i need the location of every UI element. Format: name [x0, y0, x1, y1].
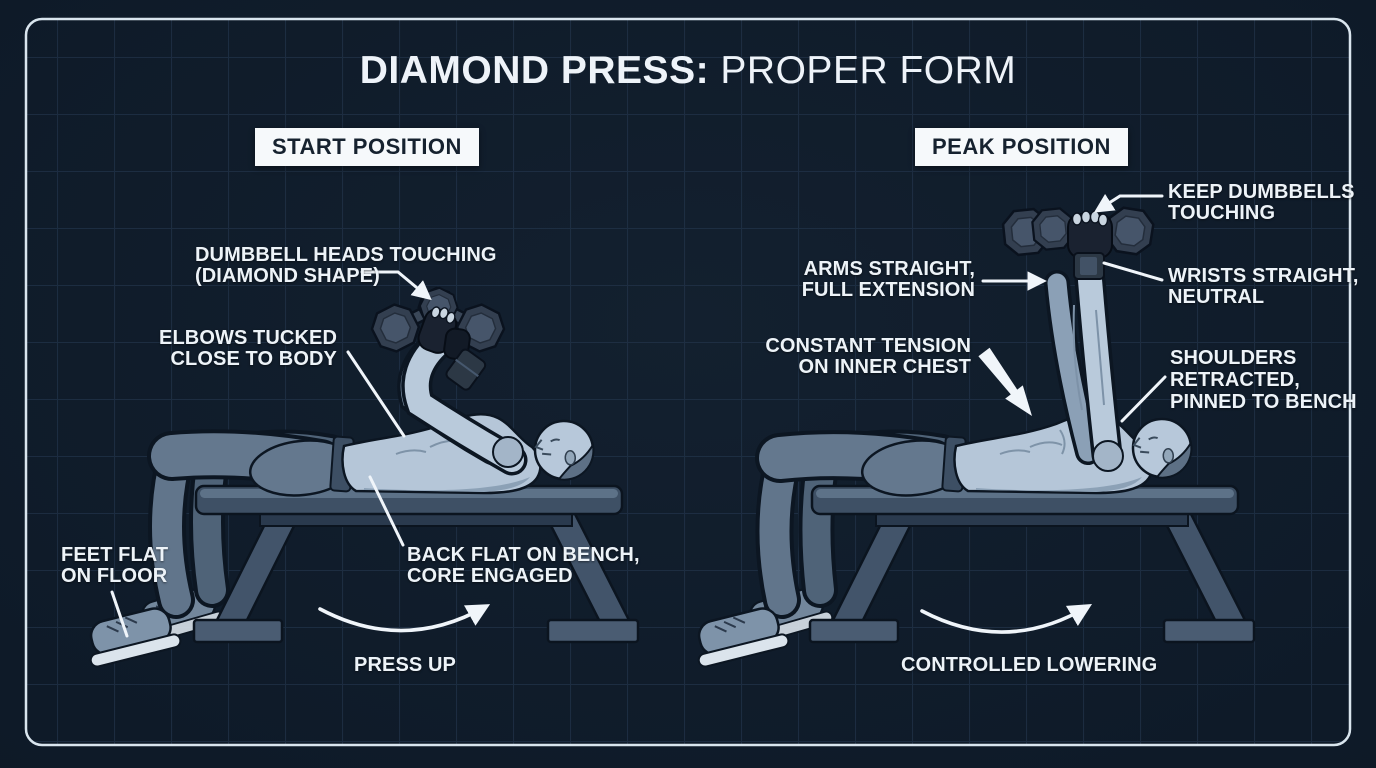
label-shoulders-retracted: SHOULDERS RETRACTED, PINNED TO BENCH: [1170, 347, 1357, 413]
leader-keep-touching: [1093, 193, 1164, 213]
wrist-wrap: [1073, 252, 1105, 280]
start-position-header: START POSITION: [255, 128, 479, 166]
press-up-arrow: [318, 604, 491, 633]
athlete-head: [532, 418, 596, 482]
annotation-arrows: [110, 193, 1167, 638]
blueprint-grid: [27, 20, 1349, 744]
frame-border: [24, 17, 1352, 747]
label-wrists-straight: WRISTS STRAIGHT, NEUTRAL: [1168, 265, 1359, 308]
title-emphasis: DIAMOND PRESS:: [359, 49, 710, 92]
leader-dumbbell-heads: [360, 270, 432, 301]
leader-feet: [110, 590, 129, 638]
leader-wrists: [1102, 261, 1164, 282]
wrist-wrap: [445, 348, 487, 391]
label-press-up: PRESS UP: [354, 654, 456, 676]
constant-tension-arrow: [978, 347, 1032, 416]
label-feet-flat: FEET FLAT ON FLOOR: [61, 544, 169, 587]
controlled-lowering-arrow: [920, 604, 1093, 634]
leader-elbows: [346, 350, 406, 438]
page-title: DIAMOND PRESS: PROPER FORM: [0, 49, 1376, 93]
gloved-hands: [1067, 210, 1113, 259]
leader-back-flat: [368, 475, 405, 547]
label-dumbbell-heads-touching: DUMBBELL HEADS TOUCHING (DIAMOND SHAPE): [195, 244, 497, 287]
dumbbell-right: [414, 282, 511, 358]
label-controlled-lowering: CONTROLLED LOWERING: [901, 654, 1158, 676]
peak-position-header: PEAK POSITION: [915, 128, 1128, 166]
figure-start-position: [80, 282, 640, 670]
title-rest: PROPER FORM: [720, 49, 1017, 92]
label-keep-dumbbells-touching: KEEP DUMBBELLS TOUCHING: [1168, 181, 1355, 224]
label-arms-straight: ARMS STRAIGHT, FULL EXTENSION: [801, 258, 975, 301]
dumbbell-left: [1000, 206, 1076, 258]
label-back-flat: BACK FLAT ON BENCH, CORE ENGAGED: [407, 544, 640, 587]
label-constant-tension: CONSTANT TENSION ON INNER CHEST: [765, 335, 971, 378]
figure-peak-position: [688, 204, 1256, 670]
athlete-head: [1130, 416, 1194, 480]
leader-shoulders: [1120, 375, 1167, 423]
label-elbows-tucked: ELBOWS TUCKED CLOSE TO BODY: [159, 327, 337, 370]
